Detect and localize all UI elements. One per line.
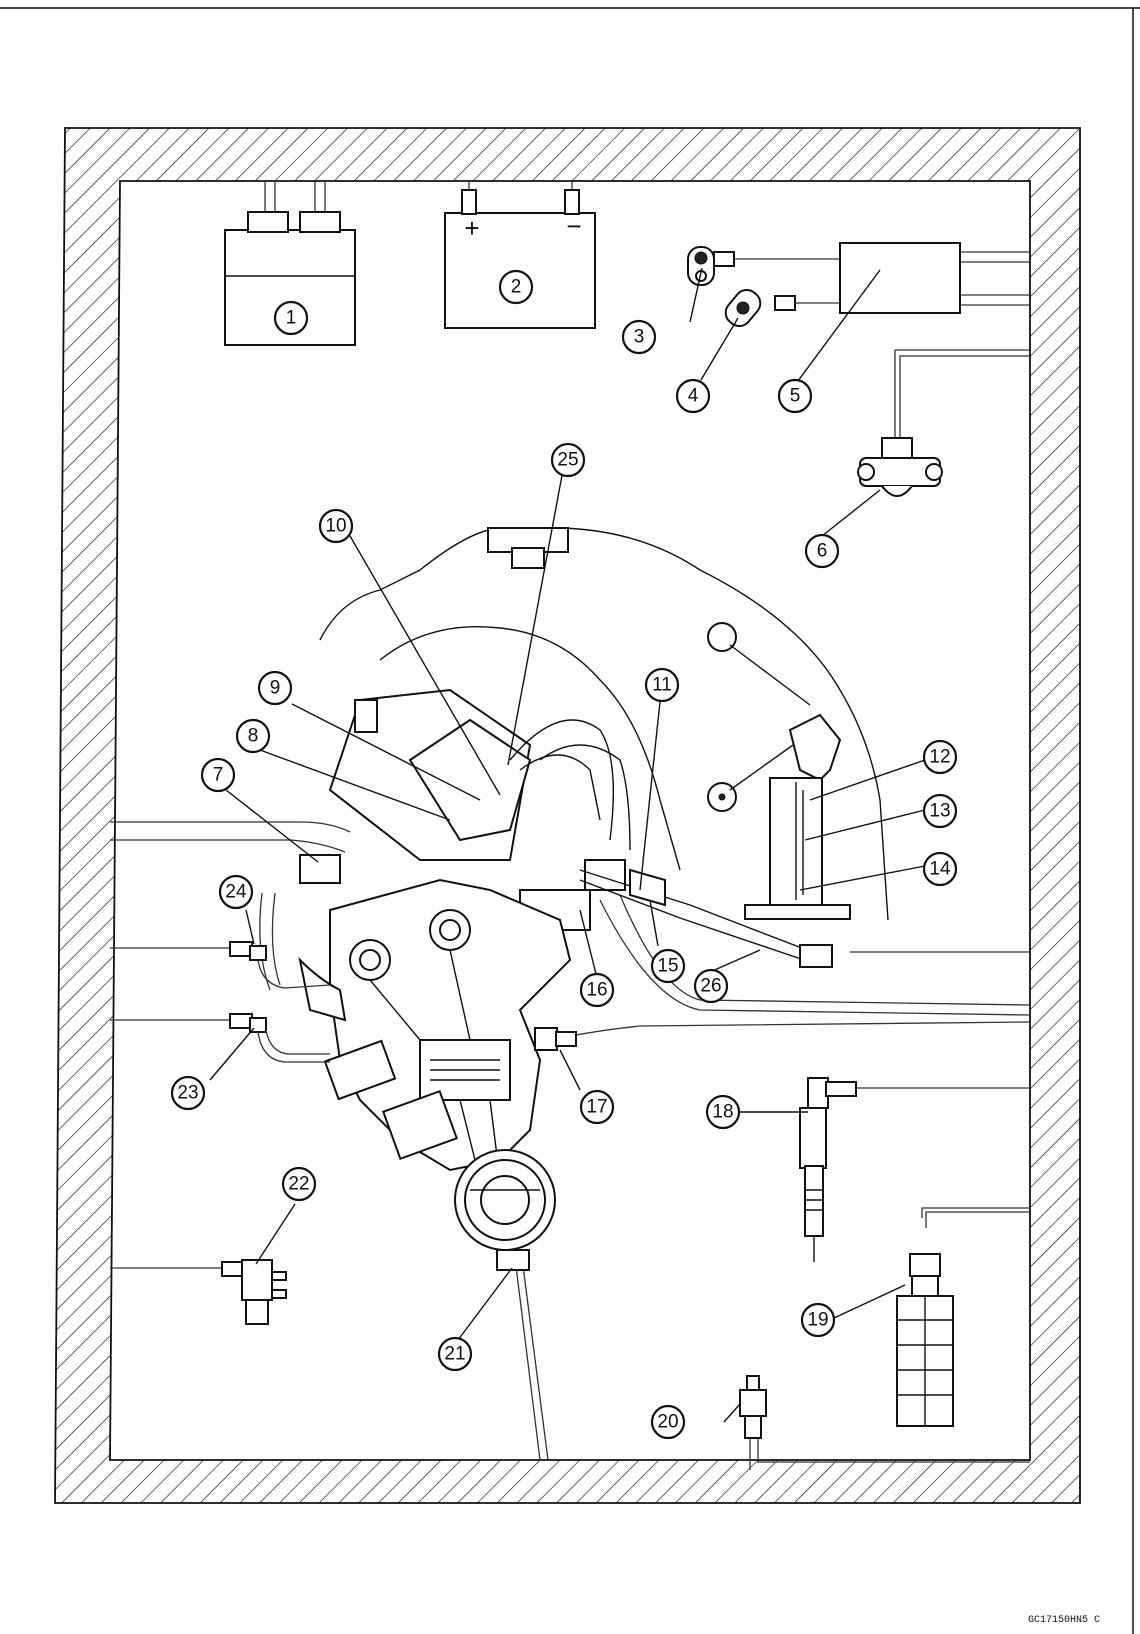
callout-11: 11 bbox=[644, 667, 680, 703]
callout-18-label: 18 bbox=[712, 1102, 733, 1123]
callout-5: 5 bbox=[777, 378, 813, 414]
callout-23: 23 bbox=[170, 1075, 206, 1111]
callout-19-label: 19 bbox=[807, 1310, 828, 1331]
hatched-frame bbox=[54, 127, 1081, 1504]
callout-1: 1 bbox=[273, 300, 309, 336]
battery-negative-label: − bbox=[566, 211, 581, 241]
solenoid-valve bbox=[221, 1259, 287, 1325]
callout-11-label: 11 bbox=[652, 675, 672, 696]
callout-13-label: 13 bbox=[929, 801, 950, 822]
page-border bbox=[0, 7, 1140, 1634]
airbox-outline bbox=[319, 527, 889, 921]
engine-block bbox=[298, 878, 572, 1181]
sensor-six bbox=[857, 349, 1030, 497]
callout-2-label: 2 bbox=[511, 277, 522, 298]
ecu bbox=[224, 181, 356, 346]
callout-15: 15 bbox=[650, 948, 686, 984]
callout-21-label: 21 bbox=[444, 1344, 465, 1365]
callout-17: 17 bbox=[579, 1089, 615, 1125]
callout-8-label: 8 bbox=[248, 726, 259, 747]
callout-9: 9 bbox=[257, 670, 293, 706]
callout-16: 16 bbox=[579, 972, 615, 1008]
callout-26: 26 bbox=[693, 968, 729, 1004]
callout-15-label: 15 bbox=[657, 956, 678, 977]
callout-25-label: 25 bbox=[557, 450, 578, 471]
callout-14-label: 14 bbox=[929, 859, 951, 880]
callout-7-label: 7 bbox=[213, 765, 224, 786]
leader-lines bbox=[209, 267, 926, 1423]
callout-24: 24 bbox=[218, 874, 254, 910]
callout-13: 13 bbox=[922, 793, 958, 829]
callout-14: 14 bbox=[922, 851, 958, 887]
oxygen-sensor bbox=[739, 1375, 767, 1439]
callout-20-label: 20 bbox=[657, 1412, 678, 1433]
callout-22-label: 22 bbox=[288, 1174, 309, 1195]
callout-12-label: 12 bbox=[929, 747, 950, 768]
sensor-twenty-four bbox=[229, 941, 331, 989]
callout-10: 10 bbox=[318, 508, 354, 544]
callout-2: 2 bbox=[498, 269, 534, 305]
sensor-eighteen bbox=[799, 1077, 857, 1262]
reference-code: GC17150HN5 C bbox=[1028, 1615, 1100, 1626]
callout-12: 12 bbox=[922, 739, 958, 775]
callout-24-label: 24 bbox=[225, 882, 247, 903]
relay-terminals bbox=[687, 246, 840, 328]
callout-18: 18 bbox=[705, 1094, 741, 1130]
callout-21: 21 bbox=[437, 1336, 473, 1372]
callout-4-label: 4 bbox=[688, 386, 699, 407]
battery-positive-label: + bbox=[464, 213, 479, 243]
callout-5-label: 5 bbox=[790, 386, 801, 407]
battery: + − bbox=[444, 181, 596, 329]
callout-23-label: 23 bbox=[177, 1083, 198, 1104]
fuel-injector-rail bbox=[579, 868, 833, 968]
callout-25: 25 bbox=[550, 442, 586, 478]
coil-nineteen bbox=[896, 1253, 954, 1427]
callout-1-label: 1 bbox=[286, 308, 297, 329]
callout-8: 8 bbox=[235, 718, 271, 754]
callout-4: 4 bbox=[675, 378, 711, 414]
crankshaft-gear bbox=[454, 1149, 556, 1271]
callout-9-label: 9 bbox=[270, 678, 281, 699]
fuel-pump-assembly bbox=[744, 713, 851, 920]
callout-22: 22 bbox=[281, 1166, 317, 1202]
callout-20: 20 bbox=[650, 1404, 686, 1440]
callout-3: 3 bbox=[621, 319, 657, 355]
engine-temp-sensor bbox=[534, 1027, 577, 1051]
callout-26-label: 26 bbox=[700, 976, 721, 997]
sensor-twenty-three bbox=[229, 1013, 330, 1063]
callout-10-label: 10 bbox=[325, 516, 346, 537]
callout-6-label: 6 bbox=[817, 541, 828, 562]
callout-17-label: 17 bbox=[586, 1097, 607, 1118]
relay-box bbox=[839, 242, 1030, 314]
callout-6: 6 bbox=[804, 533, 840, 569]
callout-16-label: 16 bbox=[586, 980, 607, 1001]
callout-3-label: 3 bbox=[634, 327, 645, 348]
callout-19: 19 bbox=[800, 1302, 836, 1338]
callout-7: 7 bbox=[200, 757, 236, 793]
